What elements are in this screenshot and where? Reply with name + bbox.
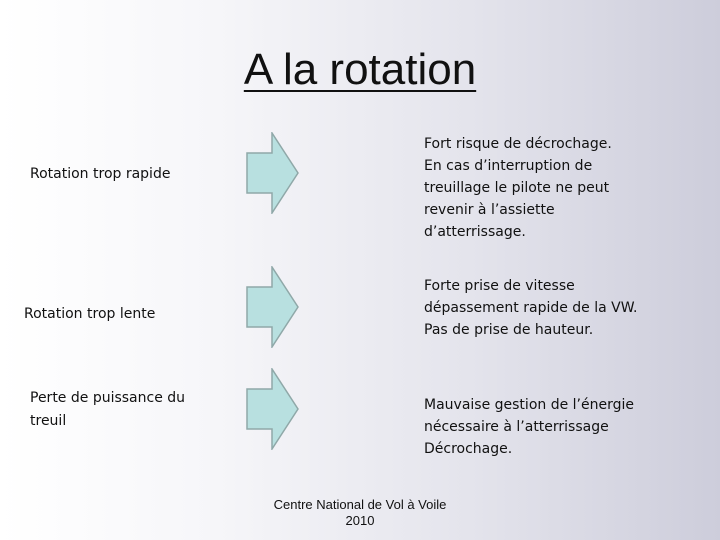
- footer-organization: Centre National de Vol à Voile: [273, 497, 447, 512]
- effect-line: Mauvaise gestion de l’énergie: [424, 397, 634, 413]
- cause-line: Rotation trop rapide: [30, 166, 171, 182]
- footer-year: 2010: [345, 513, 375, 528]
- cause-line: Rotation trop lente: [24, 306, 156, 322]
- arrow-right-icon: [246, 266, 299, 348]
- effect-line: treuillage le pilote ne peut: [424, 180, 610, 196]
- effect-line: nécessaire à l’atterrissage: [424, 419, 609, 435]
- effect-line: Pas de prise de hauteur.: [424, 322, 594, 338]
- cause-3: Perte de puissance du treuil: [30, 387, 185, 433]
- effect-line: dépassement rapide de la VW.: [424, 300, 638, 316]
- cause-line: Perte de puissance du: [30, 390, 186, 406]
- arrow-right-icon: [246, 368, 299, 450]
- effect-2: Forte prise de vitesse dépassement rapid…: [424, 275, 637, 341]
- effect-1: Fort risque de décrochage. En cas d’inte…: [424, 133, 612, 243]
- cause-line: treuil: [30, 413, 67, 429]
- effect-3: Mauvaise gestion de l’énergie nécessaire…: [424, 394, 634, 460]
- effect-line: d’atterrissage.: [424, 224, 526, 240]
- cause-2: Rotation trop lente: [24, 303, 155, 326]
- effect-line: revenir à l’assiette: [424, 202, 555, 218]
- cause-1: Rotation trop rapide: [30, 163, 170, 186]
- arrow-right-icon: [246, 132, 299, 214]
- footer: Centre National de Vol à Voile 2010: [0, 497, 720, 529]
- effect-line: En cas d’interruption de: [424, 158, 593, 174]
- effect-line: Fort risque de décrochage.: [424, 136, 612, 152]
- slide-title: A la rotation: [243, 45, 477, 94]
- effect-line: Forte prise de vitesse: [424, 278, 575, 294]
- effect-line: Décrochage.: [424, 441, 513, 457]
